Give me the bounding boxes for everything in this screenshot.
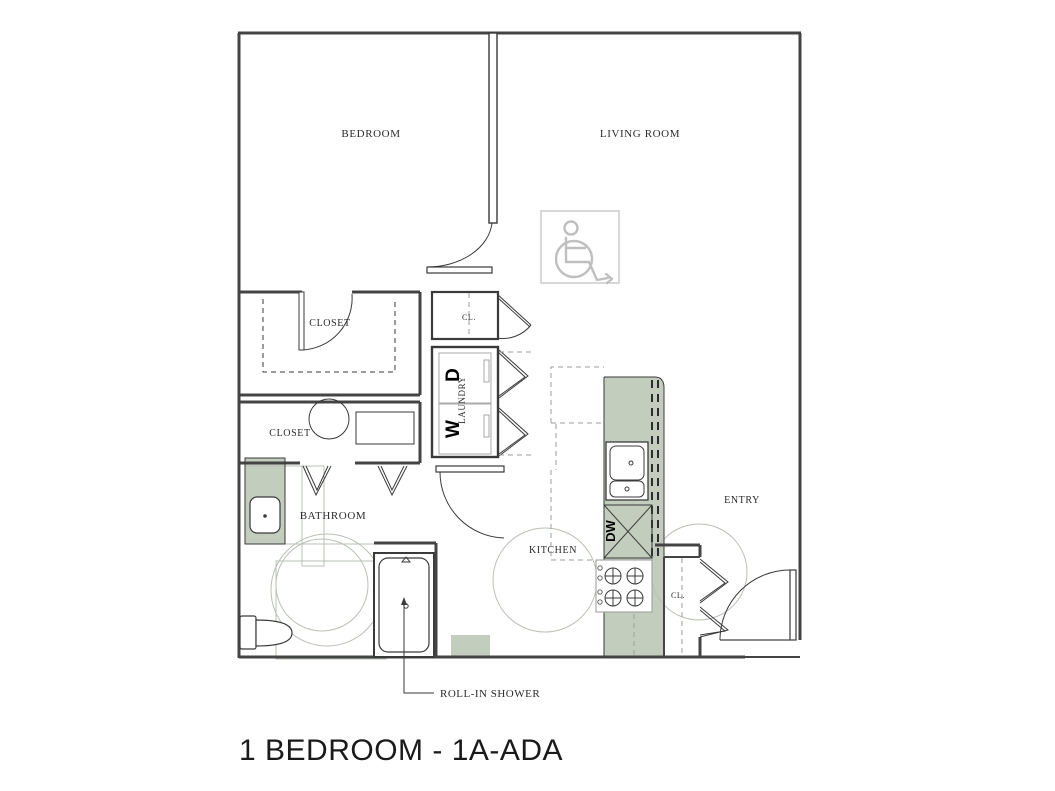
dishwasher-outline [603, 504, 653, 559]
closet-lower-bifold-door-right [377, 465, 408, 497]
appliance-letters: D W DW [443, 368, 618, 542]
label-dishwasher: DW [603, 519, 618, 541]
dryer-control-panel [483, 359, 490, 383]
closet-lower-group [239, 398, 422, 497]
kitchen-counter-outline [604, 376, 665, 657]
kitchen-sink-basin-small [609, 480, 645, 498]
range-outline [595, 559, 653, 613]
label-kitchen: KITCHEN [529, 545, 577, 556]
label-closet-upper: CLOSET [309, 318, 350, 329]
room-labels: BEDROOM LIVING ROOM CLOSET CLOSET CL. LA… [269, 128, 760, 600]
bedroom-door-swing-arc [426, 222, 493, 268]
laundry-bifold-door-lower-2 [498, 410, 526, 455]
toilet-tank [239, 615, 257, 650]
bathroom-group [239, 457, 505, 658]
closet-cl-top-door-leaf [496, 293, 532, 326]
washer-unit [438, 403, 492, 455]
bathroom-turning-circle-inner [275, 538, 369, 632]
kitchen-group [595, 376, 665, 657]
label-closet-lower: CLOSET [269, 428, 310, 439]
entry-closet-bifold-lower-2 [699, 609, 727, 636]
laundry-bifold-door-upper-2 [498, 352, 526, 397]
interior-partitions [426, 32, 498, 274]
label-closet-cl-top: CL. [462, 313, 476, 322]
closet-lower-bifold-door-left [302, 465, 332, 497]
label-bedroom: BEDROOM [341, 128, 400, 140]
kitchen-sink-drain-large [628, 460, 634, 466]
label-washer: W [443, 420, 464, 438]
laundry-bifold-door-lower [498, 407, 529, 457]
label-roll-in-shower: ROLL-IN SHOWER [440, 688, 540, 700]
bathroom-door-leaf [435, 465, 505, 473]
laundry-bifold-door-upper [498, 349, 529, 399]
closet-cl-top-door-arc [496, 324, 532, 339]
label-dryer: D [443, 368, 464, 382]
label-bathroom: BATHROOM [300, 510, 367, 522]
bedroom-door-leaf [426, 266, 493, 274]
entry-turning-circle [650, 523, 748, 621]
entry-door-swing-arc [719, 569, 791, 641]
entry-door-leaf [789, 569, 797, 641]
washer-control-panel [483, 414, 490, 438]
toilet-bowl [255, 619, 293, 647]
accessibility-symbol-glyph [554, 220, 614, 285]
roll-in-shower-arrow-head [401, 597, 407, 605]
kitchen-turning-circle [492, 527, 598, 633]
kitchen-sink-drain-small [624, 486, 630, 492]
upper-cabinet-outline-lower [550, 470, 604, 561]
range-burners [604, 567, 644, 607]
entry-group [655, 543, 797, 659]
closet-upper-door-leaf [298, 291, 305, 351]
closet-upper-group [239, 290, 422, 397]
laundry-group [430, 345, 535, 459]
callout-roll-in-shower: ROLL-IN SHOWER [401, 597, 540, 700]
partition-bedroom-living [488, 32, 498, 224]
roll-in-shower-leader-line [403, 655, 434, 694]
closet-lower-bifold-door-left-2 [305, 465, 329, 492]
upper-cabinet-outline-left [550, 366, 604, 423]
bathroom-sink-drain [263, 514, 267, 518]
range-knobs [597, 565, 603, 605]
closet-cl-top-group [430, 290, 532, 341]
label-entry: ENTRY [724, 495, 760, 506]
closet-cl-top-outline [430, 290, 500, 341]
bathtub-fitting [400, 556, 412, 563]
kitchen-sink-basin-large [609, 445, 645, 481]
closet-cl-top-door-leaf-2 [496, 296, 531, 328]
dishwasher-cross-2 [603, 504, 653, 559]
upper-cabinet-dashed [550, 366, 659, 657]
shower-platform-fill [451, 635, 490, 657]
closet-lower-circle-fixture [308, 398, 350, 440]
exterior-walls [237, 31, 802, 659]
entry-closet-bifold-upper [699, 558, 729, 604]
vanity-counter-outline [244, 457, 286, 545]
closet-lower-rect-fixture [355, 411, 415, 445]
entry-closet-bifold-lower [699, 606, 730, 638]
label-living-room: LIVING ROOM [600, 128, 680, 140]
accessibility-symbol-border [540, 210, 620, 284]
label-closet-cl-entry: CL. [671, 591, 685, 600]
closet-upper-shelf-dashed [262, 299, 396, 373]
closet-lower-bifold-door-right-2 [380, 465, 405, 492]
entry-closet-bifold-upper-2 [699, 561, 726, 602]
bathroom-clear-floor-rect [275, 560, 387, 660]
closet-upper-door-arc [301, 293, 353, 351]
label-laundry: LAUNDRY [457, 376, 467, 424]
clearance-circles [245, 465, 748, 660]
wheelchair-accessible-icon [540, 210, 620, 285]
page-title: 1 BEDROOM - 1A-ADA [239, 734, 563, 767]
dryer-unit [438, 352, 492, 404]
bathroom-door-swing-arc [439, 471, 505, 539]
